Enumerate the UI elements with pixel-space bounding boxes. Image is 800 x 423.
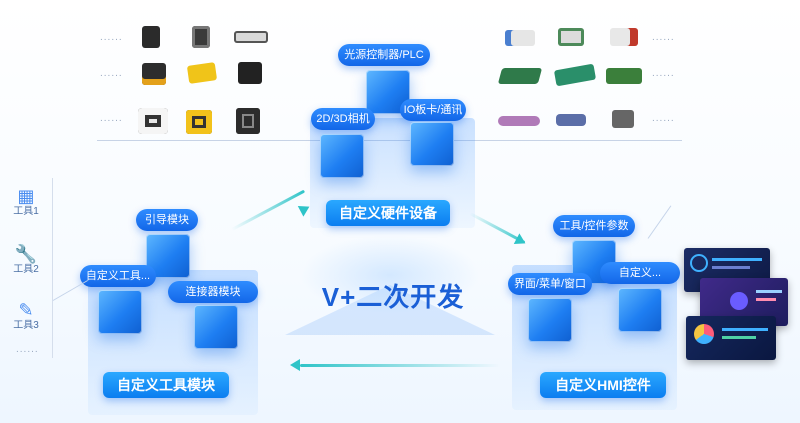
connector-icon [556, 114, 586, 126]
device-row-dots: ...... [652, 68, 675, 79]
camera-device-icon [238, 62, 262, 84]
center-title: V+二次开发 [321, 282, 465, 312]
connector-line [647, 205, 672, 239]
connector-icon [612, 110, 634, 128]
arrow-hmi-to-tool [300, 364, 500, 367]
camera-device-icon [138, 108, 168, 134]
tool-node-guide[interactable]: 引导模块 [136, 209, 198, 231]
tool-item[interactable]: ▦ 工具1 [6, 186, 46, 218]
hmi-cube [618, 288, 662, 332]
hmi-cube [528, 298, 572, 342]
hmi-node-params[interactable]: 工具/控件参数 [553, 215, 635, 237]
tool-cube [98, 290, 142, 334]
tool-label: 工具3 [13, 320, 39, 331]
io-board-icon [497, 68, 543, 84]
plc-module-icon [505, 30, 535, 46]
hardware-node-camera[interactable]: 2D/3D相机 [311, 108, 375, 130]
device-row-dots: ...... [652, 113, 675, 124]
device-row-dots: ...... [100, 68, 123, 79]
connector-icon [498, 116, 540, 126]
camera-device-icon [142, 63, 166, 85]
hardware-node-io[interactable]: IO板卡/通讯 [400, 99, 466, 121]
hmi-label: 自定义HMI控件 [540, 372, 666, 398]
plc-module-icon [558, 28, 584, 46]
center-glow [300, 235, 480, 315]
device-row-dots: ...... [100, 32, 123, 43]
tool-cube [194, 305, 238, 349]
tool-node-connector[interactable]: 连接器模块 [168, 281, 258, 303]
arrow-head [290, 359, 300, 371]
tool-item[interactable]: ✎ 工具3 [6, 300, 46, 332]
tool-item[interactable]: 🔧 工具2 [6, 244, 46, 276]
grid-apps-icon: ▦ [17, 186, 35, 206]
devices-divider-line [97, 140, 682, 141]
wrench-icon: 🔧 [14, 244, 38, 264]
camera-device-icon [186, 110, 212, 134]
hardware-cube [320, 134, 364, 178]
connector-line [52, 280, 88, 301]
tool-node-custom[interactable]: 自定义工具... [80, 265, 156, 287]
tools-sidebar-line [52, 178, 53, 358]
pencil-circle-icon: ✎ [18, 300, 34, 320]
tool-module-label: 自定义工具模块 [103, 372, 229, 398]
hardware-node-light-plc[interactable]: 光源控制器/PLC [338, 44, 430, 66]
arrow-tool-to-hardware [231, 189, 306, 231]
scanner-device-icon [186, 62, 218, 84]
hardware-cube [410, 122, 454, 166]
io-board-icon [553, 63, 597, 87]
io-board-icon [606, 68, 642, 84]
hardware-label: 自定义硬件设备 [326, 200, 450, 226]
controller-device-icon [234, 31, 268, 43]
plc-module-icon [610, 28, 638, 46]
camera-device-icon [142, 26, 160, 48]
tool-label: 工具1 [13, 206, 39, 217]
tool-label: 工具2 [13, 264, 39, 275]
hmi-node-custom[interactable]: 自定义... [600, 262, 680, 284]
hmi-node-ui[interactable]: 界面/菜单/窗口 [508, 273, 592, 295]
device-row-dots: ...... [652, 32, 675, 43]
camera-device-icon [236, 108, 260, 134]
hmi-screen-preview [686, 316, 776, 360]
device-row-dots: ...... [100, 113, 123, 124]
tools-more-dots: ...... [16, 344, 39, 355]
camera-device-icon [192, 26, 210, 48]
